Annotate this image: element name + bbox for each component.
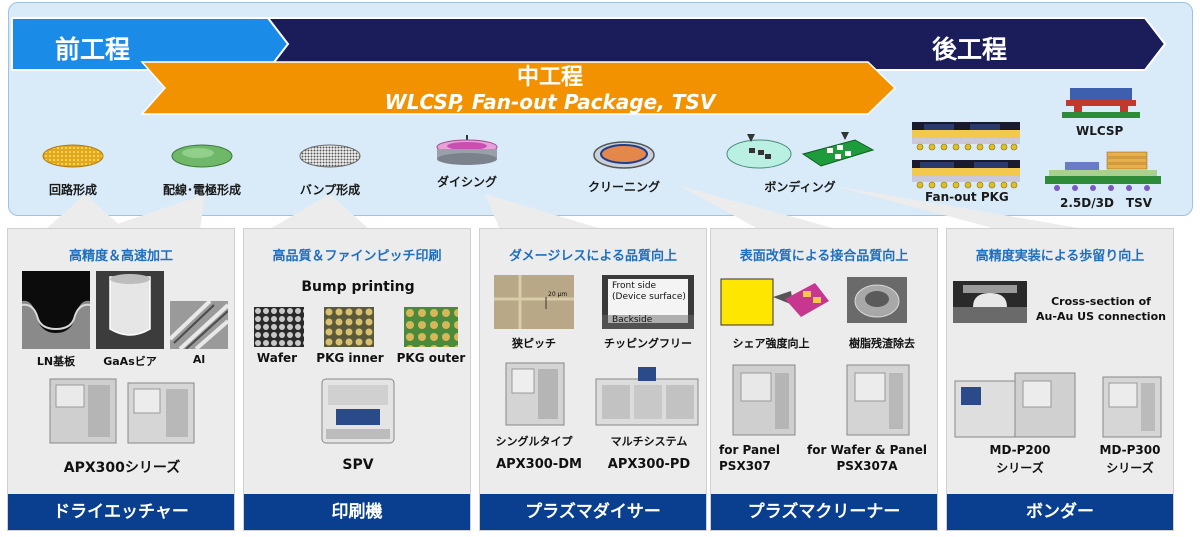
tsv-package-icon — [1045, 151, 1161, 191]
machine-series-label: シリーズ — [1106, 461, 1154, 475]
sample-label: LN基板 — [36, 355, 76, 368]
pre-process-arrow — [11, 17, 290, 71]
md-p200-machine-image — [954, 372, 1076, 438]
pkg-outer-bump-image — [404, 307, 458, 347]
process-label: 回路形成 — [48, 183, 97, 197]
pkg-inner-bump-image — [324, 307, 374, 347]
sample-label: 狭ピッチ — [512, 337, 556, 350]
psx307a-machine-image — [846, 364, 910, 436]
wafer-gold-icon — [42, 144, 104, 168]
au-au-cross-section-image — [953, 281, 1027, 323]
narrow-pitch-image — [494, 275, 574, 329]
al-pattern-image — [170, 301, 228, 349]
shear-strength-image — [720, 278, 829, 326]
cross-section-caption-2: Au-Au US connection — [1036, 310, 1166, 323]
cross-section-caption: Cross-section of — [1051, 295, 1151, 308]
fanout-package-icon-2 — [912, 160, 1020, 189]
front-side-label: Front side — [612, 281, 657, 291]
resin-residue-image — [847, 277, 907, 323]
scale-bar-label: 20 μm — [548, 291, 568, 298]
machine-label: MD-P300 — [1099, 443, 1161, 457]
sample-label: Al — [192, 353, 206, 366]
mid-process-arrow — [140, 61, 897, 115]
process-label: ボンディング — [764, 180, 836, 194]
pre-process-label: 前工程 — [55, 35, 131, 64]
process-step-circuit: 回路形成 — [13, 143, 133, 198]
apx300-dm-machine-image — [505, 362, 565, 426]
mid-process-sublabel: WLCSP, Fan-out Package, TSV — [384, 90, 716, 114]
panel-footer: ドライエッチャー — [8, 494, 234, 530]
post-process-label: 後工程 — [932, 35, 1008, 64]
machine-label: SPV — [342, 457, 374, 473]
process-step-bump: バンプ形成 — [270, 143, 390, 198]
machine-label: PSX307 — [719, 459, 771, 473]
machine-label: APX300シリーズ — [63, 460, 181, 476]
apx300-machine-image — [49, 378, 195, 444]
fanout-package-icon — [912, 122, 1020, 151]
bump-printing-heading: Bump printing — [301, 279, 415, 295]
bonding-chip-icon — [726, 132, 875, 169]
chipping-free-image — [602, 275, 694, 329]
panel-footer: 印刷機 — [244, 494, 470, 530]
gaas-via-image — [96, 271, 164, 349]
panel-footer: プラズマクリーナー — [711, 494, 937, 530]
mid-process-label: 中工程 — [516, 65, 583, 90]
machine-label: PSX307A — [836, 459, 898, 473]
backside-label: Backside — [612, 315, 653, 325]
process-label: クリーニング — [587, 180, 660, 194]
process-label: ダイシング — [436, 175, 497, 189]
psx307-machine-image — [732, 364, 796, 436]
wafer-ring-icon — [593, 141, 655, 169]
panel-footer: ボンダー — [947, 494, 1173, 530]
tsv-package-label: 2.5D/3D TSV — [1060, 196, 1153, 210]
process-label: 配線･電極形成 — [162, 183, 241, 197]
spv-machine-image — [321, 378, 395, 444]
sample-label: チッピングフリー — [604, 337, 692, 350]
panel-title: ダメージレスによる品質向上 — [509, 249, 677, 264]
machine-series-label: シリーズ — [996, 461, 1044, 475]
sample-label: PKG outer — [396, 351, 466, 365]
fanout-package-label: Fan-out PKG — [925, 190, 1009, 204]
wlcsp-package-label: WLCSP — [1076, 124, 1124, 138]
process-step-dicing: ダイシング — [407, 135, 527, 190]
process-label: バンプ形成 — [299, 183, 361, 197]
dicing-stage-icon — [436, 135, 498, 165]
sample-label: PKG inner — [316, 351, 384, 365]
machine-label: MD-P200 — [989, 443, 1051, 457]
wafer-green-icon — [171, 144, 233, 168]
panel-dry-etcher: 高精度＆高速加工 LN基板 GaAsビア Al APX300シリーズ — [7, 228, 235, 531]
panel-title: 表面改質による接合品質向上 — [739, 249, 909, 264]
panel-printer: 高品質＆ファインピッチ印刷 Bump printing Wafer PKG in… — [243, 228, 471, 531]
sample-label: シェア強度向上 — [732, 337, 810, 350]
machine-type-label: マルチシステム — [610, 435, 688, 448]
wafer-mesh-icon — [299, 144, 361, 168]
panel-title: 高精度実装による歩留り向上 — [975, 249, 1145, 264]
process-step-wiring: 配線･電極形成 — [142, 143, 262, 198]
md-p300-machine-image — [1102, 376, 1162, 438]
ln-substrate-image — [22, 271, 90, 349]
process-step-cleaning: クリーニング — [564, 140, 684, 195]
sample-label: GaAsビア — [103, 355, 157, 368]
panel-title: 高精度＆高速加工 — [68, 249, 173, 264]
device-surface-label: (Device surface) — [612, 292, 686, 302]
machine-line-1: for Wafer & Panel — [807, 443, 927, 457]
apx300-pd-machine-image — [595, 367, 699, 426]
machine-label: APX300-DM — [496, 457, 582, 472]
sample-label: Wafer — [256, 351, 298, 365]
process-arrows — [11, 17, 1167, 115]
panel-plasma-dicer: ダメージレスによる品質向上 20 μm Front side (Device s… — [479, 228, 707, 531]
machine-label: APX300-PD — [607, 457, 691, 472]
machine-line-1: for Panel — [719, 443, 780, 457]
panel-title: 高品質＆ファインピッチ印刷 — [272, 249, 442, 264]
panel-bonder: 高精度実装による歩留り向上 Cross-section of Au-Au US … — [946, 228, 1174, 531]
machine-type-label: シングルタイプ — [495, 435, 573, 448]
sample-label: 樹脂残渣除去 — [849, 337, 915, 350]
process-step-bonding: ボンディング — [720, 132, 880, 195]
panel-footer: プラズマダイサー — [480, 494, 706, 530]
wlcsp-package-icon — [1062, 88, 1140, 118]
panel-plasma-cleaner: 表面改質による接合品質向上 シェア強度向上 樹脂残渣除去 for Panel f… — [710, 228, 938, 531]
wafer-bump-image — [254, 307, 304, 347]
